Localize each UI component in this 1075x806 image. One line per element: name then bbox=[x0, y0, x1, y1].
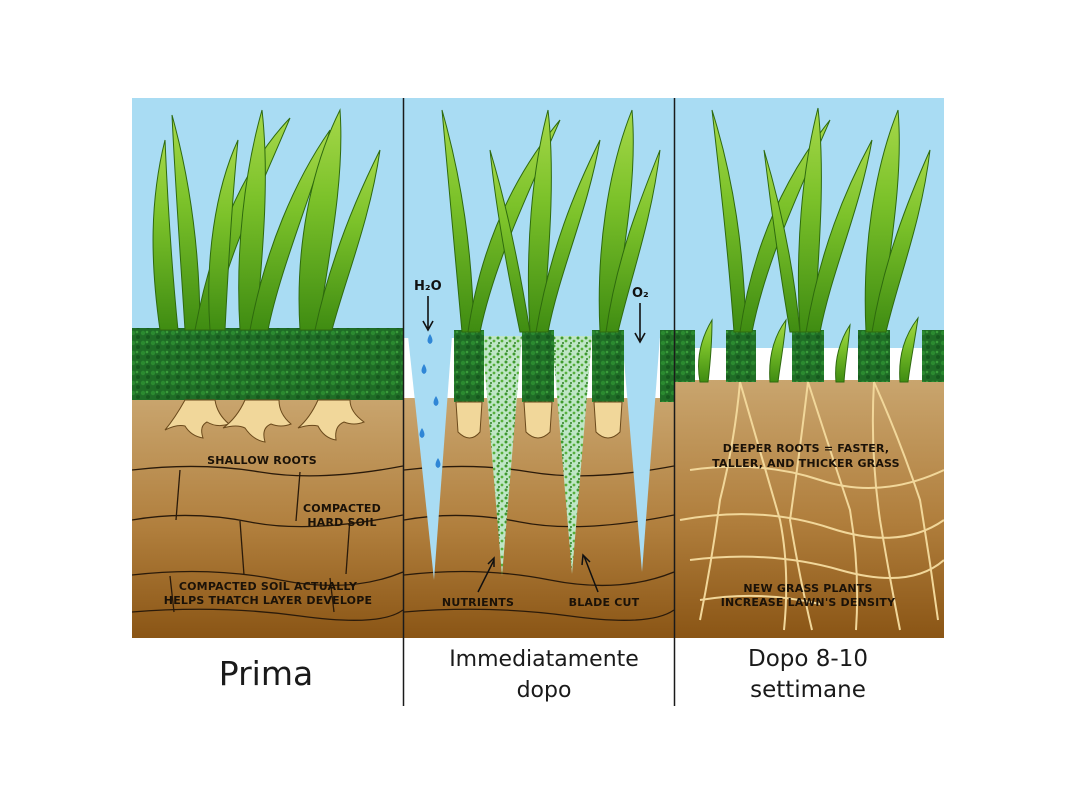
grass-blades bbox=[441, 109, 661, 333]
water-drops bbox=[419, 334, 441, 468]
nutrients-label: NUTRIENTS bbox=[442, 596, 514, 609]
blade-cut-label: BLADE CUT bbox=[569, 596, 640, 609]
shallow-root-clumps bbox=[164, 399, 366, 443]
water-hole bbox=[408, 336, 452, 580]
thatch-label-line1: COMPACTED SOIL ACTUALLY bbox=[179, 580, 358, 593]
caption-immediately-line1: Immediatamente bbox=[449, 647, 639, 672]
deep-root-network bbox=[679, 381, 944, 631]
panel-after-weeks: DEEPER ROOTS = FASTER, TALLER, AND THICK… bbox=[675, 98, 944, 638]
water-label: H₂O bbox=[414, 279, 442, 294]
new-sprouts bbox=[698, 316, 919, 383]
turf-plug bbox=[522, 330, 554, 402]
new-plants-label-line2: INCREASE LAWN'S DENSITY bbox=[721, 596, 896, 609]
grass-blades bbox=[711, 107, 931, 333]
soil-area bbox=[132, 398, 403, 638]
oxygen-arrow bbox=[634, 303, 646, 344]
root-plugs bbox=[455, 401, 623, 439]
turf-plug bbox=[922, 330, 944, 382]
oxygen-label: O₂ bbox=[632, 286, 649, 301]
caption-immediately-line2: dopo bbox=[517, 678, 572, 703]
nutrient-hole-2 bbox=[552, 336, 592, 574]
panel-immediately-after: H₂O O₂ NUTRIENTS BLADE CUT bbox=[404, 98, 674, 638]
oxygen-hole bbox=[622, 336, 660, 572]
compacted-label-line2: HARD SOIL bbox=[307, 516, 376, 529]
panel-before: SHALLOW ROOTS COMPACTED HARD SOIL COMPAC… bbox=[132, 98, 403, 638]
turf-plug bbox=[792, 330, 824, 382]
water-arrow bbox=[422, 296, 434, 332]
turf-plug bbox=[660, 330, 674, 402]
deeper-roots-label-line2: TALLER, AND THICKER GRASS bbox=[712, 457, 900, 470]
soil-area bbox=[675, 380, 944, 638]
grass-blades bbox=[152, 108, 381, 331]
thatch-label-line2: HELPS THATCH LAYER DEVELOPE bbox=[164, 594, 372, 607]
shallow-roots-label: SHALLOW ROOTS bbox=[207, 454, 317, 467]
turf-layer bbox=[132, 328, 403, 400]
compacted-label-line1: COMPACTED bbox=[303, 502, 381, 515]
blade-cut-arrow bbox=[581, 553, 599, 593]
deeper-roots-label-line1: DEEPER ROOTS = FASTER, bbox=[723, 442, 889, 455]
nutrients-arrow bbox=[477, 556, 495, 593]
turf-plug bbox=[592, 330, 624, 402]
caption-after-line1: Dopo 8-10 bbox=[748, 646, 868, 672]
caption-before: Prima bbox=[219, 654, 313, 693]
turf-plug bbox=[675, 330, 695, 382]
caption-after-line2: settimane bbox=[750, 677, 866, 703]
new-plants-label-line1: NEW GRASS PLANTS bbox=[743, 582, 872, 595]
soil-cracks bbox=[132, 465, 403, 621]
turf-plug bbox=[858, 330, 890, 382]
soil-cracks bbox=[404, 465, 674, 621]
turf-plug bbox=[454, 330, 484, 402]
nutrient-hole-1 bbox=[482, 336, 522, 576]
turf-plug bbox=[726, 330, 756, 382]
